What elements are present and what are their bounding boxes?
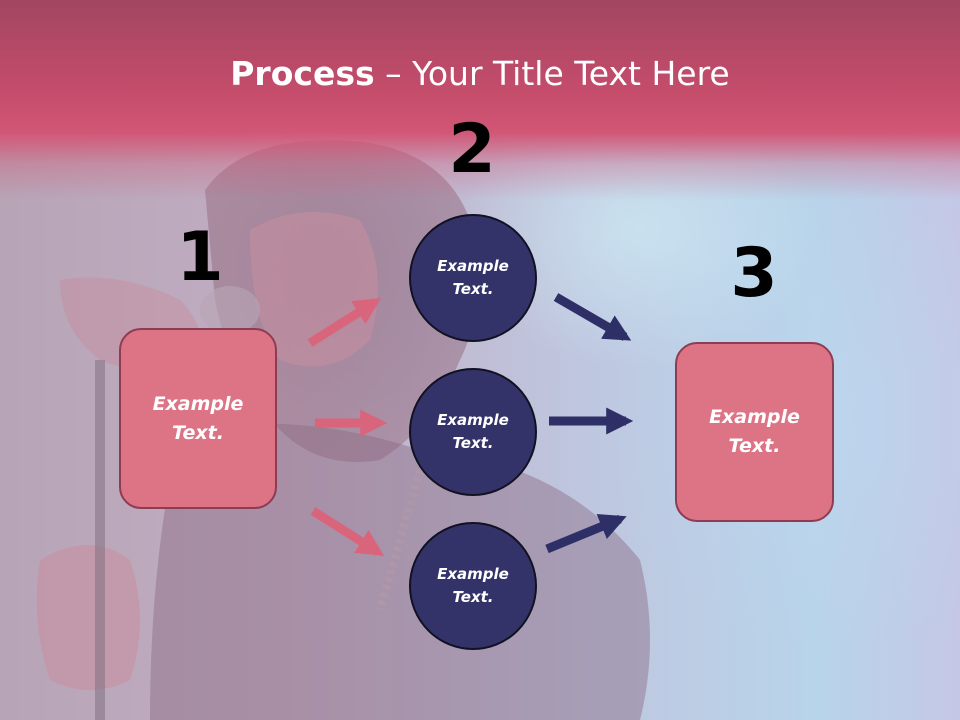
title-bold: Process [230,54,375,93]
arrow-top-to-right [553,293,632,341]
circle-top-text-line-1: Example [437,257,509,275]
step-2-circle-top[interactable]: Example Text. [409,214,537,342]
arrow-left-to-top [307,298,382,347]
step-1-text: Example Text. [153,390,244,448]
step-1-text-line-2: Text. [172,421,224,444]
circle-bottom-text-line-1: Example [437,565,509,583]
step-number-1: 1 [176,218,224,297]
slide-title: Process – Your Title Text Here [0,52,960,96]
step-1-box[interactable]: Example Text. [119,328,277,509]
arrow-left-to-bottom [310,507,385,556]
step-2-circle-middle[interactable]: Example Text. [409,368,537,496]
circle-middle-text-line-2: Text. [452,434,494,452]
circle-middle-text-line-1: Example [437,411,509,429]
circle-bottom-text: Example Text. [437,563,509,609]
circle-bottom-text-line-2: Text. [452,588,494,606]
title-rest: – Your Title Text Here [374,54,730,93]
circle-top-text: Example Text. [437,255,509,301]
step-number-2: 2 [448,110,496,189]
step-1-text-line-1: Example [152,392,244,415]
step-number-3: 3 [730,234,778,313]
title-band [0,0,960,200]
circle-top-text-line-2: Text. [452,280,494,298]
step-3-text-line-1: Example [709,406,800,428]
arrow-bottom-to-right [545,514,627,554]
step-2-circle-bottom[interactable]: Example Text. [409,522,537,650]
circle-middle-text: Example Text. [437,409,509,455]
step-3-text: Example Text. [709,403,800,461]
step-3-text-line-2: Text. [728,435,781,457]
step-3-box[interactable]: Example Text. [675,342,834,522]
